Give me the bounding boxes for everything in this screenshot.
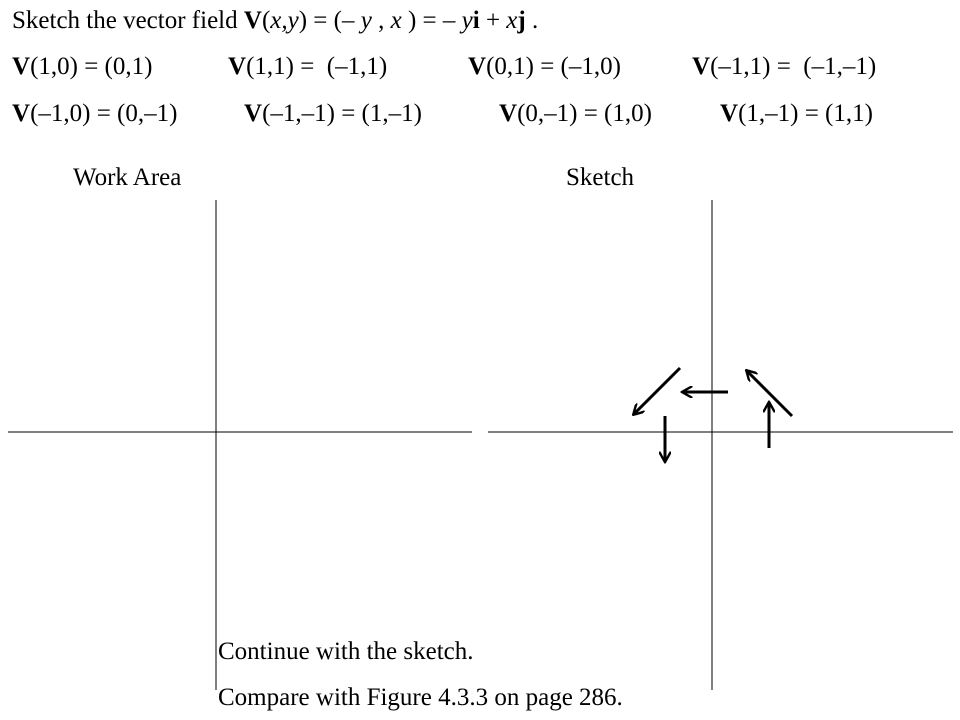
instruction-continue: Continue with the sketch. [218, 638, 474, 665]
vector-arrow-minus1-minus1 [634, 366, 682, 414]
vector-value: V(–1,0) = (0,–1) [12, 100, 178, 127]
vector-value: V(1,1) = (–1,1) [228, 53, 388, 80]
instruction-compare: Compare with Figure 4.3.3 on page 286. [218, 684, 623, 711]
vector-value: V(0,–1) = (1,0) [499, 100, 652, 127]
vector-value: V(0,1) = (–1,0) [468, 53, 621, 80]
vector-value: V(–1,1) = (–1,–1) [692, 53, 877, 80]
work-area-label: Work Area [73, 164, 182, 191]
vector-value: V(1,–1) = (1,1) [720, 100, 873, 127]
vector-arrow-minus1-1 [747, 371, 794, 418]
sketch-label: Sketch [566, 164, 635, 191]
title: Sketch the vector field V(x,y) = (– y , … [12, 7, 539, 34]
vector-value: V(–1,–1) = (1,–1) [244, 100, 422, 127]
vector-value: V(1,0) = (0,1) [12, 53, 153, 80]
